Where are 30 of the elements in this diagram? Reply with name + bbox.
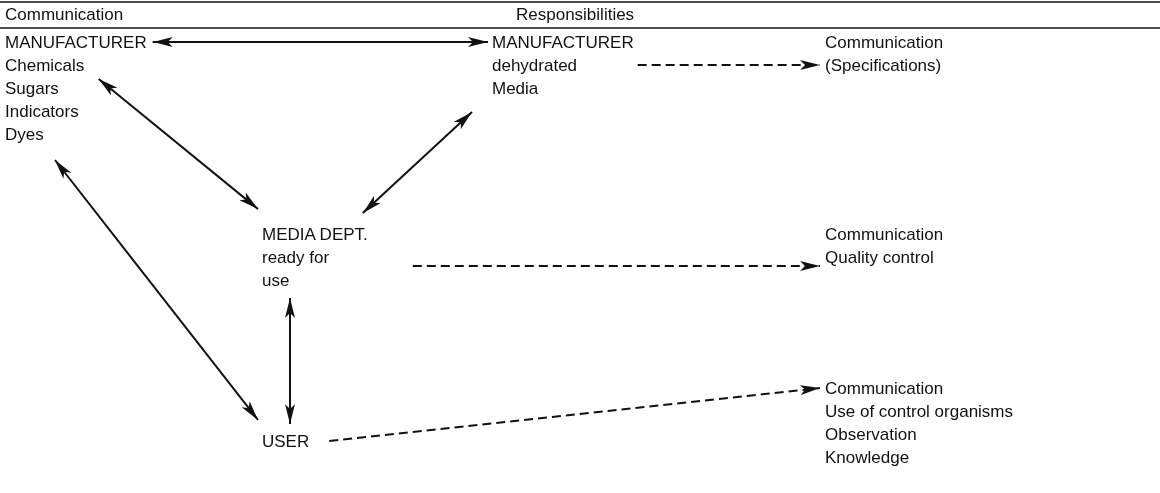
column-heading: Communication	[5, 5, 124, 25]
node-text: Observation	[825, 424, 918, 446]
node-text: Communication	[825, 32, 944, 54]
node-text: (Specifications)	[825, 55, 943, 77]
node-text: MANUFACTURER	[492, 32, 634, 54]
node-text: use	[262, 270, 291, 292]
node-text: Communication	[825, 378, 945, 400]
node-text: ready for	[262, 247, 331, 269]
node-text: Use of control organisms	[825, 401, 1014, 423]
arrow	[151, 37, 489, 47]
dashed-arrow	[411, 261, 821, 271]
node-text: Indicators	[5, 101, 80, 123]
node-text: Sugars	[5, 78, 60, 100]
node-text: Knowledge	[825, 447, 911, 469]
node-text: Communication	[825, 224, 944, 246]
node-text: MEDIA DEPT.	[262, 224, 368, 246]
dashed-arrow	[636, 60, 821, 70]
dashed-arrow	[328, 385, 821, 442]
node-text: USER	[262, 431, 310, 453]
node-text: Dyes	[5, 124, 45, 146]
column-heading: Responsibilities	[516, 5, 635, 25]
arrow	[361, 111, 473, 214]
node-text: Media	[492, 78, 540, 100]
arrow	[97, 78, 259, 210]
node-text: Quality control	[825, 247, 935, 269]
arrow	[285, 297, 295, 425]
node-text: dehydrated	[492, 55, 579, 77]
node-text: Chemicals	[5, 55, 86, 77]
arrow	[54, 159, 259, 421]
node-text: MANUFACTURER	[5, 32, 147, 54]
